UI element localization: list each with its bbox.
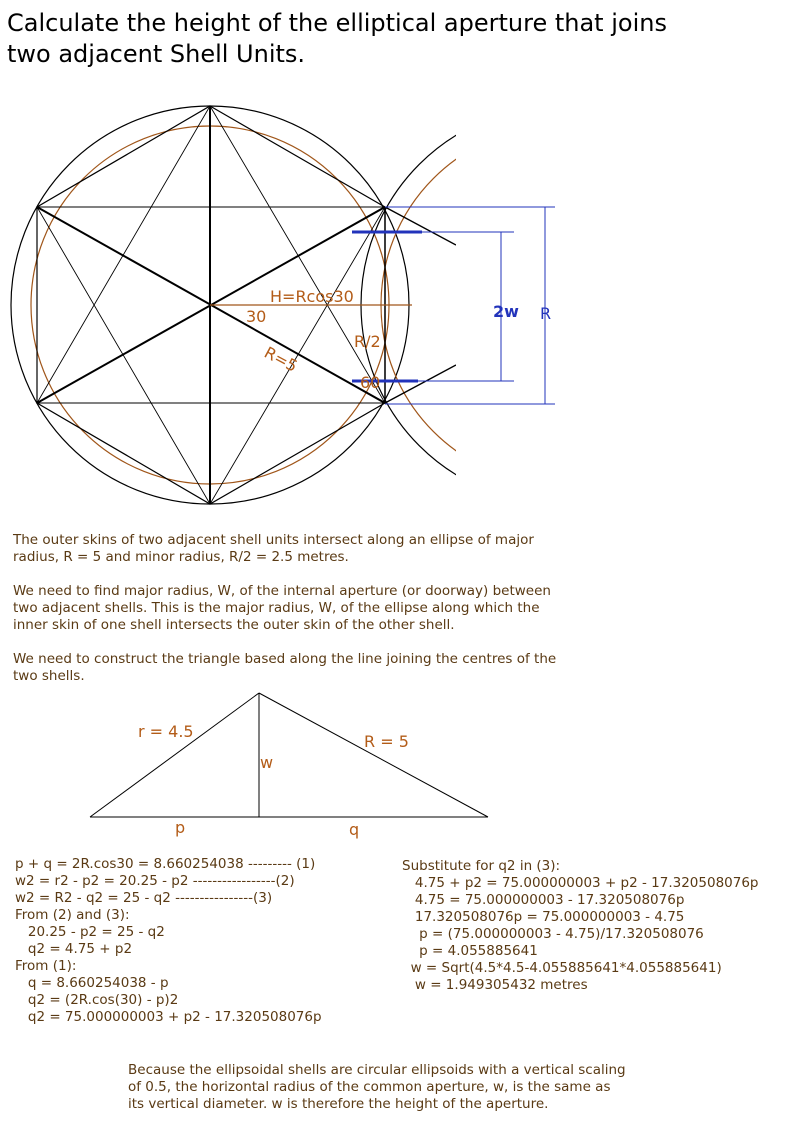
hexagon-shell-diagram: H=Rcos30 30 R=5 R/2 60 2w R [10, 105, 555, 505]
page-title: Calculate the height of the elliptical a… [7, 8, 787, 70]
eq-left-10: q2 = 75.000000003 + p2 - 17.320508076p [15, 1009, 322, 1025]
adjacent-hex-edge-bottom [384, 364, 456, 404]
para2-line-2: two adjacent shells. This is the major r… [13, 600, 540, 616]
triangle-p-label: p [175, 818, 185, 837]
title-line-2: two adjacent Shell Units. [7, 40, 306, 68]
equations-left: p + q = 2R.cos30 = 8.660254038 ---------… [15, 856, 322, 1026]
triangle-R-label: R = 5 [364, 732, 409, 751]
para3-line-2: two shells. [13, 668, 85, 684]
eq-right-4: 17.320508076p = 75.000000003 - 4.75 [402, 909, 685, 925]
para1-line-2: radius, R = 5 and minor radius, R/2 = 2.… [13, 549, 349, 565]
eq-left-6: q2 = 4.75 + p2 [15, 941, 133, 957]
triangle-w-label: w [260, 753, 273, 772]
two-w-label: 2w [493, 302, 519, 321]
para4-line-2: of 0.5, the horizontal radius of the com… [128, 1079, 611, 1095]
adjacent-hex-edge-top [384, 206, 456, 246]
r5-label: R=5 [261, 343, 301, 376]
eq-left-4: From (2) and (3): [15, 907, 130, 923]
adjacent-outer-circle [360, 134, 456, 476]
eq-right-3: 4.75 = 75.000000003 - 17.320508076p [402, 892, 685, 908]
h-label: H=Rcos30 [270, 287, 354, 306]
eq-left-1: p + q = 2R.cos30 = 8.660254038 ---------… [15, 856, 316, 872]
paragraph-construct-triangle: We need to construct the triangle based … [13, 651, 556, 685]
adjacent-inner-circle [380, 158, 456, 452]
eq-left-9: q2 = (2R.cos(30) - p)2 [15, 992, 179, 1008]
triangle-left-side [89, 692, 260, 818]
angle-60-label: 60 [360, 373, 380, 392]
eq-left-7: From (1): [15, 958, 77, 974]
para2-line-1: We need to find major radius, W, of the … [13, 583, 551, 599]
triangle-right-side [258, 692, 489, 818]
eq-right-7: w = Sqrt(4.5*4.5-4.055885641*4.055885641… [402, 960, 722, 976]
equations-right: Substitute for q2 in (3): 4.75 + p2 = 75… [402, 858, 759, 994]
eq-left-5: 20.25 - p2 = 25 - q2 [15, 924, 165, 940]
para2-line-3: inner skin of one shell intersects the o… [13, 617, 455, 633]
para1-line-1: The outer skins of two adjacent shell un… [13, 532, 534, 548]
triangle-q-label: q [349, 820, 359, 839]
paragraph-find-radius: We need to find major radius, W, of the … [13, 583, 551, 634]
eq-right-8: w = 1.949305432 metres [402, 977, 588, 993]
eq-left-8: q = 8.660254038 - p [15, 975, 169, 991]
eq-right-6: p = 4.055885641 [402, 943, 538, 959]
eq-right-5: p = (75.000000003 - 4.75)/17.320508076 [402, 926, 704, 942]
paragraph-conclusion: Because the ellipsoidal shells are circu… [128, 1062, 626, 1113]
eq-left-2: w2 = r2 - p2 = 20.25 - p2 --------------… [15, 873, 295, 889]
paragraph-outer-skins: The outer skins of two adjacent shell un… [13, 532, 534, 566]
para4-line-3: its vertical diameter. w is therefore th… [128, 1096, 549, 1112]
angle-30-label: 30 [246, 307, 266, 326]
title-line-1: Calculate the height of the elliptical a… [7, 9, 667, 37]
para3-line-1: We need to construct the triangle based … [13, 651, 557, 667]
eq-right-1: Substitute for q2 in (3): [402, 858, 561, 874]
para4-line-1: Because the ellipsoidal shells are circu… [128, 1062, 626, 1078]
r-half-label: R/2 [354, 332, 381, 351]
eq-right-2: 4.75 + p2 = 75.000000003 + p2 - 17.32050… [402, 875, 759, 891]
eq-left-3: w2 = R2 - q2 = 25 - q2 ----------------(… [15, 890, 273, 906]
r-dim-label: R [540, 304, 551, 323]
triangle-r-label: r = 4.5 [138, 722, 194, 741]
